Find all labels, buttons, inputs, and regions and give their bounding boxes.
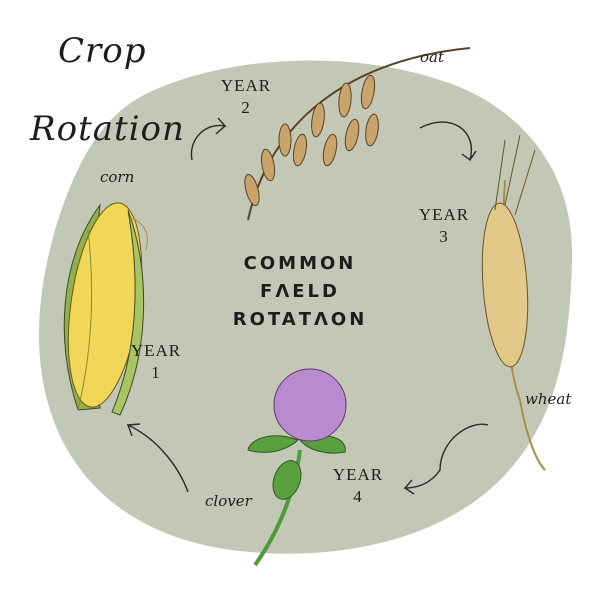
arrow-icon [126,423,189,493]
year-word: YEAR [418,205,470,224]
year-number: 4 [353,487,363,507]
clover-illustration [247,368,347,567]
crop-label-oat: oat [420,48,445,66]
year-word: YEAR [130,341,182,360]
crop-label-wheat: wheat [525,390,572,408]
title-line-2: Rotation [30,109,185,149]
oat-illustration [244,47,471,221]
year-number: 1 [151,363,161,383]
title-line-1: Crop [58,31,147,71]
year-number: 3 [439,227,449,247]
crop-label-clover: clover [205,492,252,510]
arrow-icon [419,121,477,162]
year-word: YEAR [220,76,272,95]
clover-flower [273,368,347,442]
center-line-2: FΛELD [260,280,340,302]
center-line-3: ROTAΤΛON [232,308,368,330]
background-blob [38,60,573,554]
arrow-icon [190,117,227,161]
year-4-label: YEAR 4 [330,464,386,508]
wheat-illustration [481,134,546,471]
wheat-ear [481,202,529,368]
year-2-label: YEAR 2 [218,75,274,119]
crop-label-corn: corn [100,168,135,186]
year-3-label: YEAR 3 [416,204,472,248]
year-word: YEAR [332,465,384,484]
center-label: COMMON FΛELD ROTAΤΛON [230,250,370,334]
year-number: 2 [241,98,251,118]
arrow-icon [403,423,489,495]
center-line-1: COMMON [243,253,357,274]
corn-illustration [63,202,148,416]
year-1-label: YEAR 1 [128,340,184,384]
rotation-arrows [126,117,489,495]
